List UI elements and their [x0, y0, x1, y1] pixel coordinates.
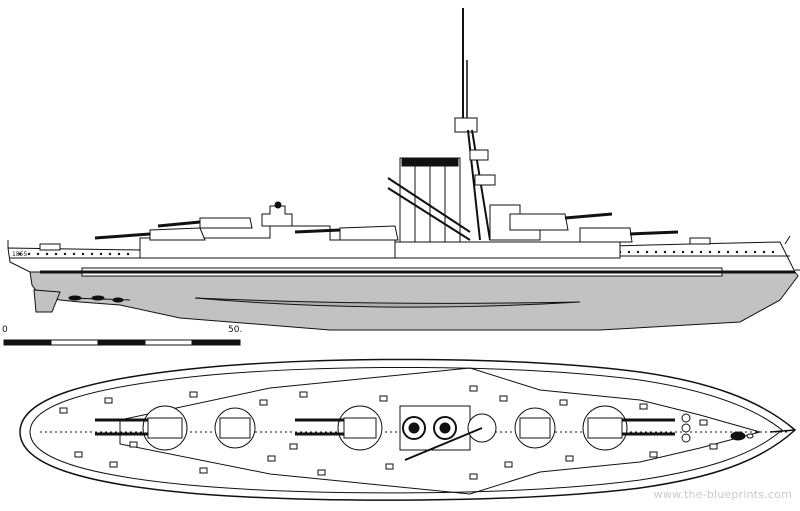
side-elevation	[7, 8, 800, 331]
plan-superstructure	[119, 367, 762, 495]
deck-fitting	[639, 403, 648, 410]
porthole	[771, 250, 775, 254]
deck-fitting	[129, 441, 138, 448]
deck-fitting	[104, 397, 113, 404]
rudder	[33, 289, 61, 313]
deck-fitting	[385, 463, 394, 470]
deck-fitting	[699, 419, 708, 426]
plan-turret-2	[214, 407, 256, 449]
deck-fitting	[109, 461, 118, 468]
deck-fitting	[289, 443, 298, 450]
porthole	[663, 250, 667, 254]
deck-fittings	[59, 385, 718, 480]
porthole	[654, 250, 658, 254]
lower-hull	[29, 271, 799, 331]
deck-fitting	[259, 399, 268, 406]
side-turret-4	[509, 212, 613, 231]
porthole	[36, 252, 40, 256]
main-mast	[454, 8, 496, 241]
deck-fitting	[469, 385, 478, 392]
bow-capstans	[681, 413, 754, 443]
porthole	[708, 250, 712, 254]
plan-turret-4	[514, 407, 556, 449]
watermark: www.the-blueprints.com	[653, 488, 792, 501]
porthole	[645, 250, 649, 254]
porthole	[27, 252, 31, 256]
scale-min-label: 0	[2, 325, 8, 335]
porthole	[54, 252, 58, 256]
porthole	[726, 250, 730, 254]
porthole	[18, 252, 22, 256]
porthole	[90, 252, 94, 256]
deck-fitting	[317, 469, 326, 476]
deck-fitting	[709, 443, 718, 450]
propellers	[68, 295, 131, 303]
deck-fitting	[559, 399, 568, 406]
porthole	[108, 252, 112, 256]
side-turret-5	[579, 227, 679, 243]
deck-fitting	[267, 455, 276, 462]
porthole	[45, 252, 49, 256]
porthole	[753, 250, 757, 254]
porthole	[81, 252, 85, 256]
deck-fitting	[504, 461, 513, 468]
deck-fitting	[379, 395, 388, 402]
porthole	[627, 250, 631, 254]
deck-fitting	[649, 451, 658, 458]
stern-marking: 1855	[12, 251, 28, 258]
deck-fitting	[199, 467, 208, 474]
deck-fitting	[499, 395, 508, 402]
porthole	[72, 252, 76, 256]
deck-fitting	[299, 391, 308, 398]
porthole	[717, 250, 721, 254]
side-turret-3	[294, 225, 399, 241]
plan-funnels	[399, 405, 497, 461]
aft-superstructure	[139, 225, 396, 259]
deck-fitting	[189, 391, 198, 398]
side-turret-2	[157, 217, 253, 229]
porthole	[735, 250, 739, 254]
deck-fitting	[74, 451, 83, 458]
aft-control-tower	[261, 205, 293, 227]
plan-turret-3	[295, 405, 383, 451]
plan-turret-5	[582, 405, 675, 451]
deck-fitting	[565, 455, 574, 462]
plan-view	[19, 358, 797, 501]
porthole	[672, 250, 676, 254]
bilge-keel	[194, 297, 581, 308]
porthole	[690, 250, 694, 254]
porthole	[636, 250, 640, 254]
porthole	[681, 250, 685, 254]
porthole	[699, 250, 703, 254]
porthole	[99, 252, 103, 256]
scale-max-label: 50.	[228, 325, 243, 335]
porthole	[126, 252, 130, 256]
scale-bar	[3, 339, 241, 346]
porthole	[117, 252, 121, 256]
plan-turret-1	[95, 405, 188, 451]
side-turret-1	[94, 227, 206, 241]
deck-fitting	[59, 407, 68, 414]
portholes	[18, 250, 775, 256]
porthole	[744, 250, 748, 254]
deck-fitting	[469, 473, 478, 480]
porthole	[63, 252, 67, 256]
porthole	[762, 250, 766, 254]
